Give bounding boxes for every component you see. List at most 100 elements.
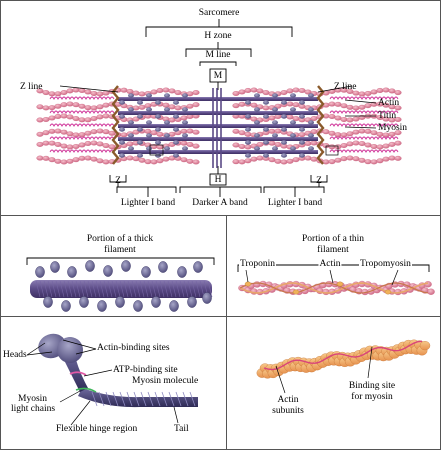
actin-bead <box>286 158 294 164</box>
actin-bead <box>162 102 170 108</box>
actin-bead <box>186 103 194 109</box>
actin-bead <box>54 114 62 119</box>
actin-bead <box>102 143 110 149</box>
myosin-tail-twist <box>105 391 112 407</box>
actin-bead <box>42 90 50 96</box>
myosin-tail-twist <box>161 391 168 407</box>
actin-bead <box>102 90 110 96</box>
z-line <box>316 85 325 165</box>
thick-filament-rod <box>30 280 212 298</box>
thick-myosin-head <box>97 300 107 312</box>
myosin-head <box>119 127 125 132</box>
myosin-head <box>146 107 152 112</box>
actin-bead <box>66 88 74 94</box>
actin-bead <box>298 103 306 109</box>
myosin-head <box>290 133 296 138</box>
z-line-right-label: Z line <box>334 82 357 92</box>
actin-bead <box>370 89 378 95</box>
myosin-tail-twist <box>98 391 105 407</box>
actin-bead <box>352 129 360 135</box>
actin-bead <box>394 117 402 122</box>
actin-bead <box>96 141 104 147</box>
actin-bead <box>376 158 384 164</box>
thick-myosin-head <box>177 266 187 278</box>
myosin-tail-twist <box>182 391 189 407</box>
actin-bead <box>90 129 98 135</box>
actin-bead <box>78 132 86 138</box>
thick-filament-texture <box>47 280 53 298</box>
myosin-tail <box>78 388 198 408</box>
myosin-head <box>146 120 152 125</box>
actin-bead <box>144 103 152 109</box>
thick-filament-texture <box>107 280 113 298</box>
actin-bead <box>358 91 366 97</box>
actin-bead <box>364 128 372 134</box>
myosin-head <box>146 133 152 138</box>
myosin-head <box>137 114 143 119</box>
actin-bead <box>174 105 182 111</box>
actin-label: Actin <box>378 98 400 108</box>
myosin-rod <box>118 124 318 128</box>
actin-bead <box>168 88 176 94</box>
titin-coil <box>49 96 115 101</box>
titin-coil <box>329 96 399 101</box>
myosin-head <box>281 100 287 105</box>
thick-filament-texture <box>35 280 41 298</box>
titin-coil <box>329 149 399 154</box>
actin-bead <box>340 132 348 138</box>
actin-bead <box>292 87 300 93</box>
actin-bead <box>334 101 342 107</box>
lighter-i-band-right-label: Lighter I band <box>267 198 323 208</box>
thick-title-line2: filament <box>104 245 136 255</box>
titin-coil <box>329 110 399 115</box>
actin-bead <box>54 158 62 164</box>
thick-filament-texture <box>91 280 97 298</box>
thick-filament-texture <box>99 280 105 298</box>
myosin-tail-twist <box>112 391 119 407</box>
actin-bead <box>394 105 402 111</box>
actin-bead <box>60 129 68 135</box>
actin-bead <box>364 142 372 148</box>
actin-bead <box>244 131 252 137</box>
actin-bead <box>96 158 104 164</box>
titin-coil <box>49 136 115 141</box>
actin-bead <box>352 105 360 111</box>
thick-filament-texture <box>207 280 213 298</box>
actin-bead <box>352 140 360 146</box>
actin-bead <box>66 144 74 150</box>
thick-filament-texture <box>195 280 201 298</box>
thick-title-line1: Portion of a thick <box>86 234 154 244</box>
actin-bead <box>90 116 98 122</box>
myosin-tail-twist <box>189 391 196 407</box>
thick-myosin-head <box>115 296 125 308</box>
thick-myosin-head <box>202 292 212 304</box>
actin-bead <box>238 144 246 149</box>
thick-filament-texture <box>71 280 77 298</box>
myosin-head <box>272 133 278 138</box>
actin-bead <box>66 158 74 164</box>
thick-filament-texture <box>79 280 85 298</box>
actin-bead <box>382 156 390 162</box>
binding-site-label-2: for myosin <box>351 392 393 402</box>
actin-bead <box>54 128 62 134</box>
actin-bead <box>108 130 116 136</box>
myosin-head <box>146 93 152 98</box>
actin-bead <box>232 128 240 134</box>
troponin-complex <box>244 281 252 287</box>
myosin-head <box>155 140 161 145</box>
actin-bead <box>268 128 276 134</box>
actin-bead <box>292 102 300 108</box>
actin-bead <box>274 142 282 147</box>
titin-coil <box>329 123 399 128</box>
myosin-head <box>137 140 143 145</box>
actin-bead <box>346 131 354 137</box>
myosin-head <box>299 153 305 158</box>
thick-filament-texture <box>75 280 81 298</box>
myosin-molecule-panel <box>26 333 198 426</box>
myosin-head <box>182 120 188 125</box>
thick-filament-texture <box>191 280 197 298</box>
myosin-head <box>263 114 269 119</box>
m-line-label: M line <box>205 50 231 60</box>
titin-coil <box>49 110 115 115</box>
myosin-head <box>173 153 179 158</box>
